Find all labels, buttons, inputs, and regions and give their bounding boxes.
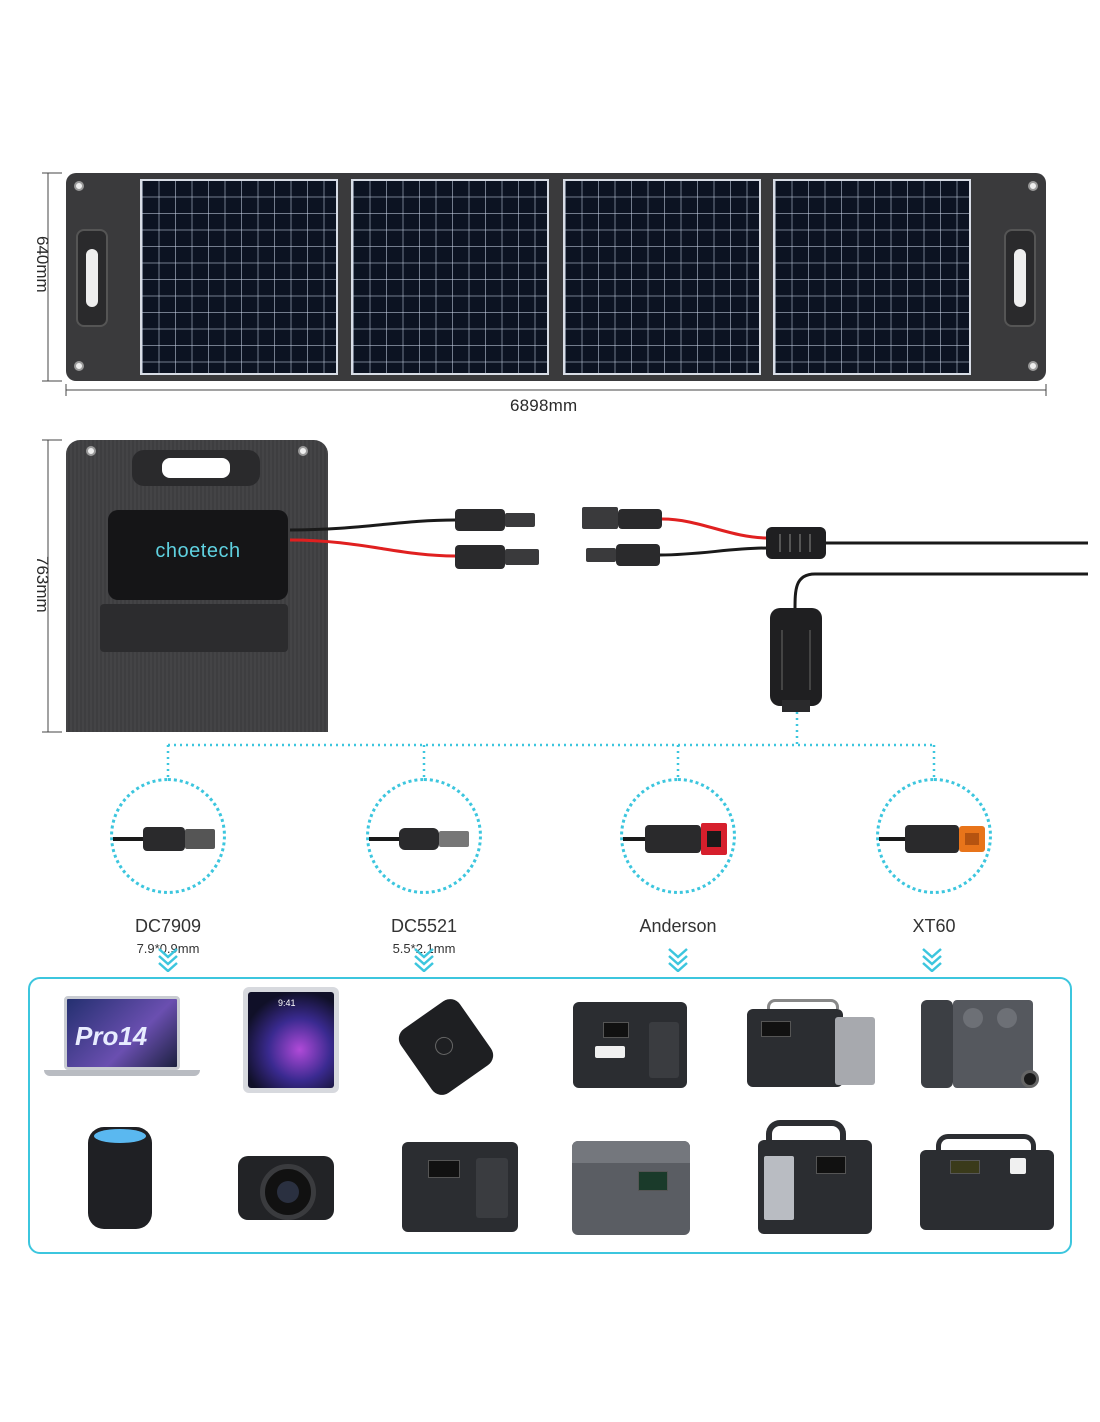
grommet-icon xyxy=(1028,181,1038,191)
power-station-icon xyxy=(758,1120,872,1236)
mc4-connector-male xyxy=(586,544,660,566)
adapter-name: DC5521 xyxy=(390,916,458,936)
grommet-icon xyxy=(74,181,84,191)
smart-speaker-icon xyxy=(88,1127,152,1229)
adapter-xt60: XT60 xyxy=(876,778,992,937)
adapter-name: DC7909 xyxy=(134,916,202,936)
chevron-down-icon xyxy=(668,948,688,972)
adapter-size: 7.9*0.9mm xyxy=(136,941,200,956)
adapter-name: XT60 xyxy=(912,916,956,936)
tablet-icon: 9:41 xyxy=(243,987,339,1093)
solar-panel-unfolded xyxy=(66,173,1046,381)
solar-panel-folded: choetech xyxy=(66,440,328,732)
laptop-screen-text: Pro14 xyxy=(75,1021,148,1051)
chevron-down-icon xyxy=(922,948,942,972)
y-splitter xyxy=(766,527,826,559)
output-connector xyxy=(770,608,822,712)
panel-width-label: 6898mm xyxy=(510,396,578,415)
adapter-dc5521: DC5521 5.5*2.1mm xyxy=(366,778,482,956)
mc4-connector-male xyxy=(455,509,535,531)
connection-lines xyxy=(166,712,936,778)
adapter-size: 5.5*2.1mm xyxy=(392,941,456,956)
laptop-icon: Pro14 xyxy=(44,996,200,1080)
solar-cell-panel xyxy=(563,179,761,375)
velcro-strap xyxy=(100,604,288,652)
grommet-icon xyxy=(1028,361,1038,371)
adapter-dc7909: DC7909 7.9*0.9mm xyxy=(110,778,226,956)
side-handle-right xyxy=(1004,229,1036,327)
grommet-icon xyxy=(298,446,308,456)
solar-cell-panel xyxy=(140,179,338,375)
power-station-icon xyxy=(921,1000,1039,1092)
dc-barrel-plug-icon xyxy=(366,778,482,894)
brand-logo: choetech xyxy=(155,540,241,562)
chevron-down-icon xyxy=(414,948,434,972)
solar-cell-panel xyxy=(773,179,971,375)
power-station-icon xyxy=(573,1002,687,1088)
grommet-icon xyxy=(74,361,84,371)
adapter-name: Anderson xyxy=(639,916,717,936)
solar-cell-panel xyxy=(351,179,549,375)
grommet-icon xyxy=(86,446,96,456)
power-bank-icon xyxy=(394,994,498,1100)
anderson-plug-icon xyxy=(620,778,736,894)
power-station-icon xyxy=(402,1142,518,1232)
power-station-icon xyxy=(747,999,883,1089)
junction-box: choetech xyxy=(108,510,288,600)
dc-barrel-plug-icon xyxy=(110,778,226,894)
xt60-plug-icon xyxy=(876,778,992,894)
adapter-anderson: Anderson xyxy=(620,778,736,937)
tablet-time: 9:41 xyxy=(278,998,296,1008)
side-handle-left xyxy=(76,229,108,327)
power-station-icon xyxy=(920,1134,1054,1230)
chevron-down-icon xyxy=(158,948,178,972)
carry-handle xyxy=(132,450,260,486)
mc4-connector-female xyxy=(455,545,539,569)
compatible-devices-panel xyxy=(28,977,1072,1254)
camera-icon xyxy=(238,1148,334,1220)
power-station-icon xyxy=(572,1141,690,1235)
mc4-connector-female xyxy=(582,507,662,529)
